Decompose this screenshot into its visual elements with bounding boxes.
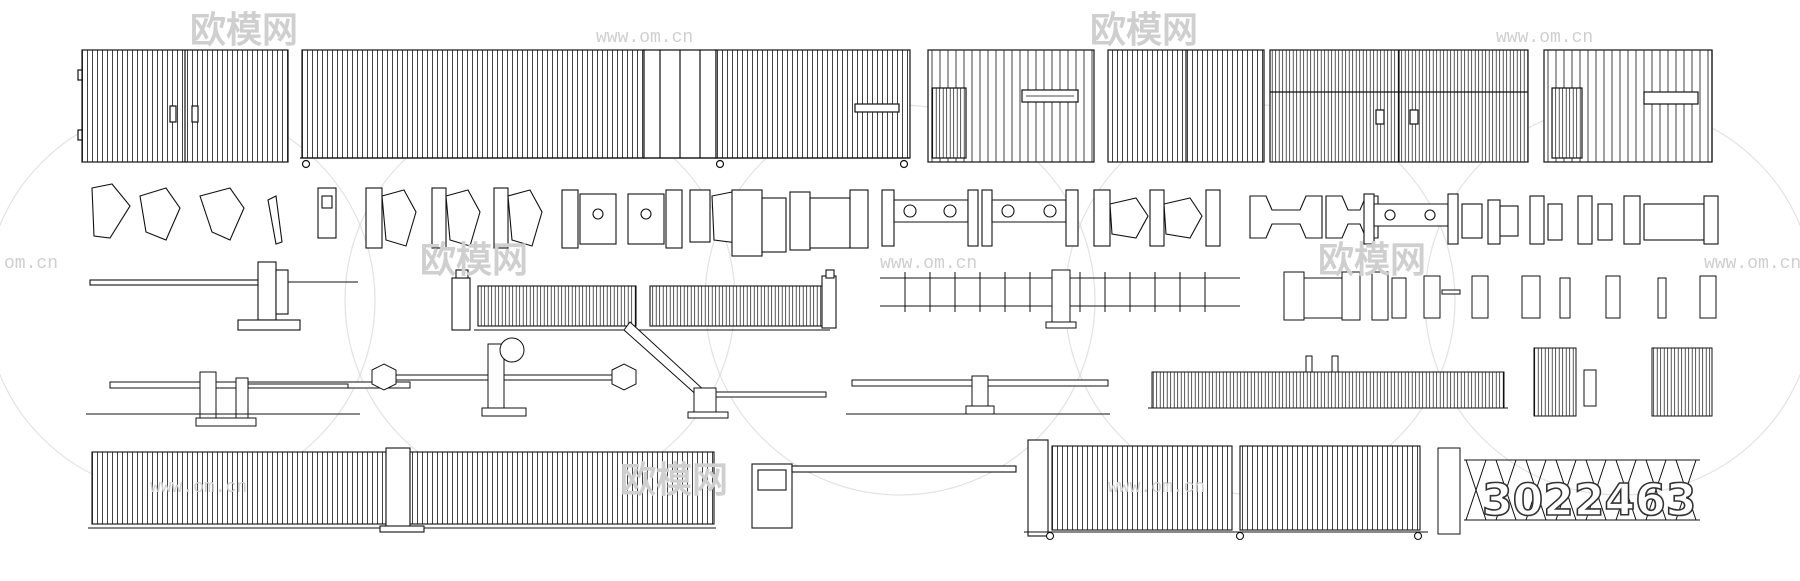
sliding-fence-gate bbox=[451, 269, 837, 331]
watermark-brand: 欧模网 bbox=[1090, 10, 1198, 51]
folding-gate bbox=[1107, 49, 1265, 163]
long-boom-barrier bbox=[846, 375, 1110, 415]
telescopic-barrier bbox=[880, 269, 1240, 329]
double-swing-gate bbox=[77, 49, 289, 163]
watermark-url-edge-left: om.cn bbox=[4, 254, 58, 274]
watermark-layer: 欧模网 欧模网 欧模网 欧模网 欧模网 www.om.cn www.om.cn … bbox=[4, 10, 1800, 501]
sliding-gate-wheels bbox=[1024, 439, 1428, 541]
watermark-url-edge-right: www.om.cn bbox=[1704, 254, 1800, 274]
watermark-url: www.om.cn bbox=[150, 478, 247, 498]
turnstile-units-right bbox=[1283, 271, 1717, 321]
boom-barrier-left bbox=[89, 261, 358, 331]
angled-boom-barrier bbox=[623, 321, 827, 419]
double-panel-gate bbox=[1269, 49, 1529, 163]
watermark-url: www.om.cn bbox=[880, 254, 977, 274]
guard-booth-barrier bbox=[751, 463, 1017, 529]
watermark-url: www.om.cn bbox=[1496, 28, 1593, 48]
watermark-url: www.om.cn bbox=[596, 28, 693, 48]
sliding-gate-with-pillar bbox=[300, 49, 911, 169]
long-sliding-fence bbox=[88, 447, 716, 533]
fence-with-cameras bbox=[1148, 355, 1508, 409]
turnstile-gates-bottom-right bbox=[1533, 347, 1713, 417]
turnstile-row bbox=[91, 183, 1719, 257]
octagon-stop-barrier bbox=[371, 337, 637, 417]
watermark-url: www.om.cn bbox=[1108, 478, 1205, 498]
watermark-brand: 欧模网 bbox=[1318, 240, 1426, 281]
boom-barrier-pair bbox=[86, 371, 411, 427]
expandable-gate bbox=[1437, 447, 1700, 535]
gate-with-window bbox=[1543, 49, 1713, 163]
watermark-brand: 欧模网 bbox=[190, 10, 298, 51]
watermark-brand: 欧模网 bbox=[420, 240, 528, 281]
watermark-brand: 欧模网 bbox=[620, 460, 728, 501]
gate-with-guard-booth bbox=[927, 49, 1095, 163]
watermark-id: 3022463 bbox=[1482, 475, 1696, 526]
